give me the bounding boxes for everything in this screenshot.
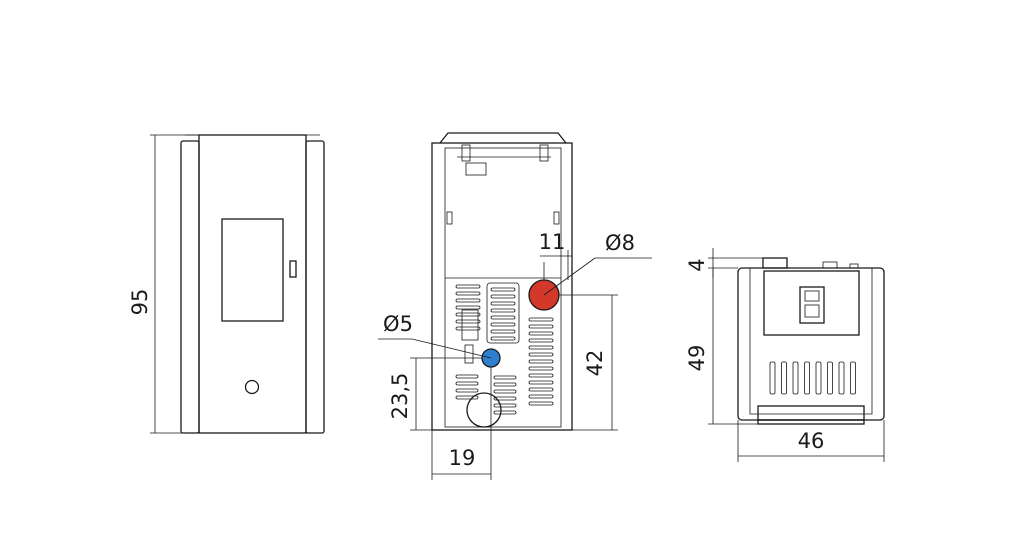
door-handle — [289, 260, 297, 278]
dimension-air-offset: 19 — [449, 446, 476, 470]
top-control-panel — [799, 286, 825, 324]
vent-slot — [528, 387, 554, 392]
vent-slot — [455, 305, 481, 310]
front-window — [221, 218, 284, 322]
vent-slot — [528, 373, 554, 378]
dimension-air-diameter: Ø5 — [383, 312, 413, 336]
vent-slot — [455, 319, 481, 324]
back-view: Ø8 11 42 Ø5 23,5 19 — [378, 132, 652, 480]
vent-slot — [528, 317, 554, 322]
top-view: 4 49 46 — [685, 248, 885, 462]
dimension-top-depth: 49 — [685, 345, 709, 372]
dimension-top-protrusion: 4 — [685, 258, 709, 271]
dimension-flue-diameter: Ø8 — [605, 231, 635, 255]
vent-slot — [528, 401, 554, 406]
vent-slot — [528, 366, 554, 371]
vent-slot — [528, 324, 554, 329]
top-vent-slots — [769, 361, 856, 395]
vent-slot — [490, 308, 516, 313]
dimension-front-height: 95 — [128, 289, 152, 316]
vent-slot — [455, 284, 481, 289]
vent-slot — [455, 326, 481, 331]
vent-slot — [490, 322, 516, 327]
vent-slot — [528, 380, 554, 385]
front-view: 95 — [128, 134, 325, 434]
dimension-flue-offset: 11 — [539, 230, 566, 254]
vent-slot — [490, 336, 516, 341]
vent-slot — [815, 361, 822, 395]
vent-slot — [528, 394, 554, 399]
vent-slot — [528, 345, 554, 350]
vent-slot — [455, 374, 479, 379]
vent-slot — [493, 375, 517, 380]
vent-slot — [792, 361, 799, 395]
vent-slot — [528, 352, 554, 357]
vent-slot — [493, 382, 517, 387]
vent-slot — [827, 361, 833, 395]
vent-slot — [490, 329, 516, 334]
vent-slot — [493, 396, 517, 401]
vent-slot — [455, 312, 481, 317]
vent-slot — [528, 331, 554, 336]
back-cleaning-port — [466, 392, 502, 428]
control-knob — [244, 379, 260, 395]
vent-slot — [455, 381, 479, 386]
dimension-air-height: 23,5 — [388, 373, 412, 420]
vent-slot — [455, 388, 479, 393]
back-vent-slots — [455, 284, 554, 415]
vent-slot — [781, 361, 787, 395]
vent-slot — [493, 389, 517, 394]
vent-slot — [850, 361, 856, 395]
vent-slot — [490, 315, 516, 320]
vent-slot — [490, 294, 516, 299]
vent-slot — [455, 291, 481, 296]
vent-slot — [493, 410, 517, 415]
vent-slot — [528, 338, 554, 343]
vent-slot — [455, 395, 479, 400]
vent-slot — [838, 361, 845, 395]
vent-slot — [490, 287, 516, 292]
vent-slot — [490, 301, 516, 306]
vent-slot — [455, 298, 481, 303]
dimension-flue-height: 42 — [583, 350, 607, 377]
vent-slot — [804, 361, 810, 395]
dimension-top-width: 46 — [798, 429, 825, 453]
vent-slot — [493, 403, 517, 408]
vent-slot — [528, 359, 554, 364]
vent-slot — [769, 361, 776, 395]
